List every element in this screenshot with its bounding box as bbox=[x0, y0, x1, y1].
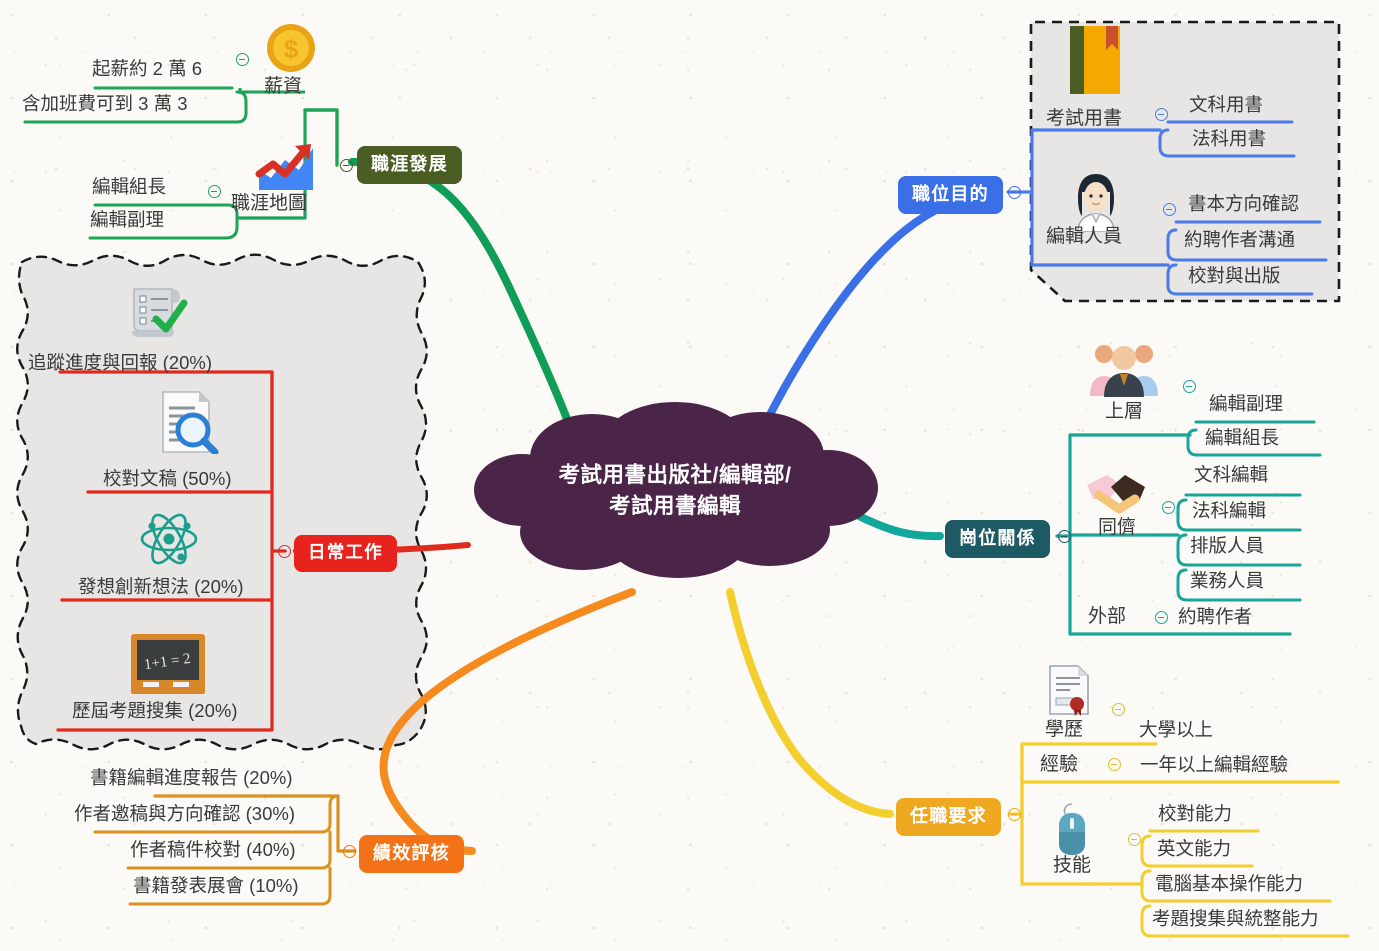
leaf-track-progress[interactable]: 追蹤進度與回報 (20%) bbox=[28, 352, 212, 373]
toggle-upper-level[interactable] bbox=[1183, 380, 1196, 393]
toggle-salary[interactable] bbox=[236, 53, 249, 66]
leaf-book-direction[interactable]: 書本方向確認 bbox=[1188, 193, 1300, 214]
node-exam-books[interactable]: 考試用書 bbox=[1046, 108, 1123, 129]
leaf-university-above[interactable]: 大學以上 bbox=[1139, 719, 1214, 740]
leaf-editor-team-lead-2[interactable]: 編輯組長 bbox=[1205, 427, 1280, 448]
svg-text:$: $ bbox=[284, 34, 299, 64]
leaf-law-editor[interactable]: 法科編輯 bbox=[1192, 500, 1267, 521]
leaf-overtime-salary[interactable]: 含加班費可到 3 萬 3 bbox=[22, 93, 188, 114]
leaf-law-books[interactable]: 法科用書 bbox=[1192, 128, 1267, 149]
leaf-computer-skill[interactable]: 電腦基本操作能力 bbox=[1155, 873, 1304, 894]
node-upper-level[interactable]: 上層 bbox=[1105, 401, 1144, 422]
leaf-proofread-manuscript[interactable]: 校對文稿 (50%) bbox=[103, 468, 232, 489]
leaf-author-communication[interactable]: 約聘作者溝通 bbox=[1184, 229, 1296, 250]
leaf-contract-author[interactable]: 約聘作者 bbox=[1178, 606, 1253, 627]
branch-job-relations[interactable]: 崗位關係 bbox=[945, 520, 1050, 558]
certificate-icon bbox=[1049, 665, 1089, 716]
toggle-career-map[interactable] bbox=[208, 185, 221, 198]
toggle-education[interactable] bbox=[1112, 703, 1125, 716]
leaf-past-exam-collection[interactable]: 歷屆考題搜集 (20%) bbox=[72, 700, 238, 721]
leaf-exam-collection-skill[interactable]: 考題搜集與統整能力 bbox=[1152, 908, 1319, 929]
leaf-one-year-experience[interactable]: 一年以上編輯經驗 bbox=[1140, 754, 1289, 775]
leaf-progress-report[interactable]: 書籍編輯進度報告 (20%) bbox=[90, 767, 293, 788]
leaf-english-skill[interactable]: 英文能力 bbox=[1157, 838, 1232, 859]
leaf-book-exhibition[interactable]: 書籍發表展會 (10%) bbox=[133, 875, 299, 896]
people-group-icon bbox=[1090, 345, 1158, 397]
book-icon bbox=[1070, 26, 1120, 94]
toggle-exam-books[interactable] bbox=[1155, 108, 1168, 121]
central-node[interactable]: 考試用書出版社/編輯部/ 考試用書編輯 bbox=[470, 398, 880, 583]
leaf-starting-salary[interactable]: 起薪約 2 萬 6 bbox=[92, 58, 202, 79]
node-education[interactable]: 學歷 bbox=[1045, 719, 1084, 740]
leaf-editor-assistant-manager[interactable]: 編輯副理 bbox=[90, 209, 165, 230]
branch-job-requirements[interactable]: 任職要求 bbox=[896, 798, 1001, 836]
leaf-editor-assistant-manager-2[interactable]: 編輯副理 bbox=[1209, 393, 1284, 414]
leaf-manuscript-proofread[interactable]: 作者稿件校對 (40%) bbox=[130, 839, 296, 860]
leaf-typesetting-staff[interactable]: 排版人員 bbox=[1190, 535, 1265, 556]
leaf-editor-team-lead[interactable]: 編輯組長 bbox=[92, 176, 167, 197]
central-node-text: 考試用書出版社/編輯部/ 考試用書編輯 bbox=[558, 462, 792, 518]
leaf-proofreading-skill[interactable]: 校對能力 bbox=[1158, 803, 1233, 824]
leaf-author-invitation[interactable]: 作者邀稿與方向確認 (30%) bbox=[74, 803, 295, 824]
leaf-liberal-arts-editor[interactable]: 文科編輯 bbox=[1194, 464, 1269, 485]
coin-icon: $ bbox=[267, 24, 315, 72]
leaf-proofread-publish[interactable]: 校對與出版 bbox=[1188, 265, 1281, 286]
leaf-innovative-ideas[interactable]: 發想創新想法 (20%) bbox=[78, 576, 244, 597]
leaf-sales-staff[interactable]: 業務人員 bbox=[1190, 570, 1265, 591]
leaf-liberal-arts-books[interactable]: 文科用書 bbox=[1189, 94, 1264, 115]
checklist-icon bbox=[132, 288, 188, 337]
